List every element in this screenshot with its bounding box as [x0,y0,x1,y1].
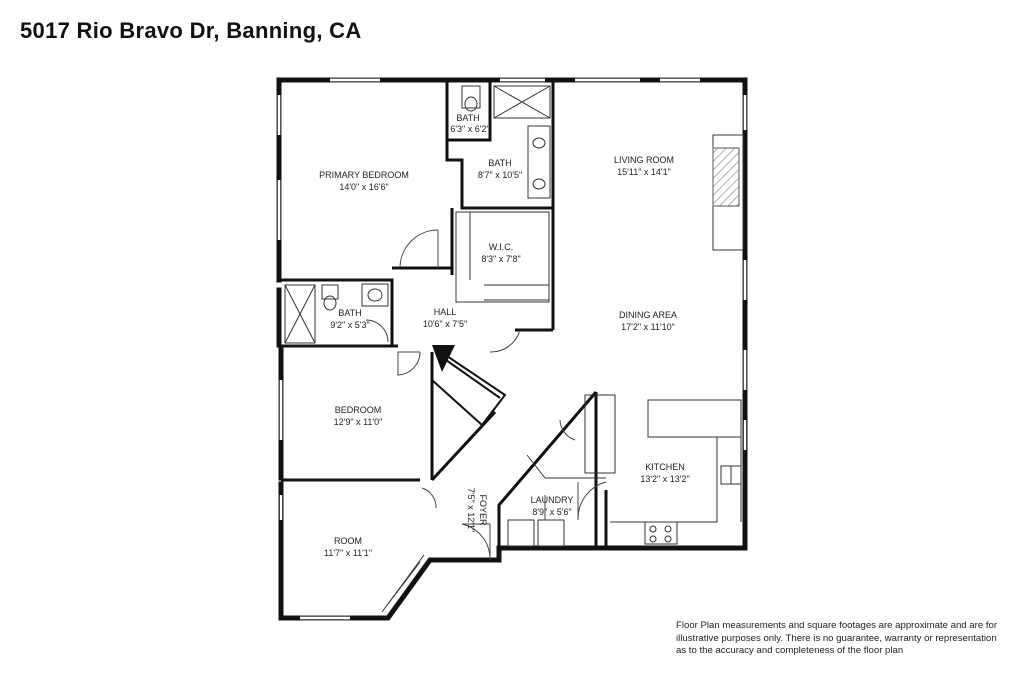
disclaimer-line-2: illustrative purposes only. There is no … [676,632,997,644]
room-bay-window [381,554,425,613]
kitchen-name: KITCHEN [645,462,685,472]
disclaimer-line-3: as to the accuracy and completeness of t… [676,645,904,656]
wic-name: W.I.C. [489,242,514,252]
laundry-dims: 8'9" x 5'6" [532,507,571,517]
wic-dims: 8'3" x 7'8" [481,254,520,264]
interior-walls [279,80,608,548]
fireplace [712,134,744,251]
hall-dims: 10'6" x 7'5" [423,319,467,329]
kitchen-counters [584,394,742,545]
bath-hall-name: BATH [338,308,361,318]
door-swings [365,229,607,561]
bedroom-dims: 12'9" x 11'0" [334,417,383,427]
primary-bedroom-name: PRIMARY BEDROOM [319,170,409,180]
kitchen-dims: 13'2" x 13'2" [640,474,689,484]
bath-small-dims: 6'3" x 6'2" [450,124,489,134]
dining-area-dims: 17'2" x 11'10" [621,322,675,332]
bath-primary-name: BATH [488,158,511,168]
hall-name: HALL [434,307,457,317]
foyer-name: FOYER [478,494,488,526]
bath-small-name: BATH [456,113,479,123]
page-title: 5017 Rio Bravo Dr, Banning, CA [20,18,362,43]
room-dims: 11'7" x 11'1" [324,548,372,558]
room-name: ROOM [334,536,362,546]
living-room-name: LIVING ROOM [614,155,674,165]
laundry-name: LAUNDRY [531,495,574,505]
disclaimer: Floor Plan measurements and square foota… [676,620,1016,658]
primary-bedroom-dims: 14'0" x 16'6" [339,182,388,192]
bedroom-name: BEDROOM [335,405,382,415]
primary-bath-fixtures [461,85,551,199]
wall-corner-fill [432,345,455,372]
bath-primary-dims: 8'7" x 10'5" [478,170,522,180]
room-labels: PRIMARY BEDROOM 14'0" x 16'6" BATH 6'3" … [319,113,690,558]
dining-area-name: DINING AREA [619,310,677,320]
bath-hall-dims: 9'2" x 5'3" [330,320,369,330]
living-room-dims: 15'11" x 14'1" [617,167,671,177]
laundry-fixtures [507,454,606,547]
hall-closet [431,351,507,427]
wic-shelving [455,211,550,303]
windows [277,78,747,620]
disclaimer-line-1: Floor Plan measurements and square foota… [676,620,998,631]
foyer-dims: 7'5" x 12'1" [466,488,476,532]
hall-bath-fixtures [284,283,389,344]
